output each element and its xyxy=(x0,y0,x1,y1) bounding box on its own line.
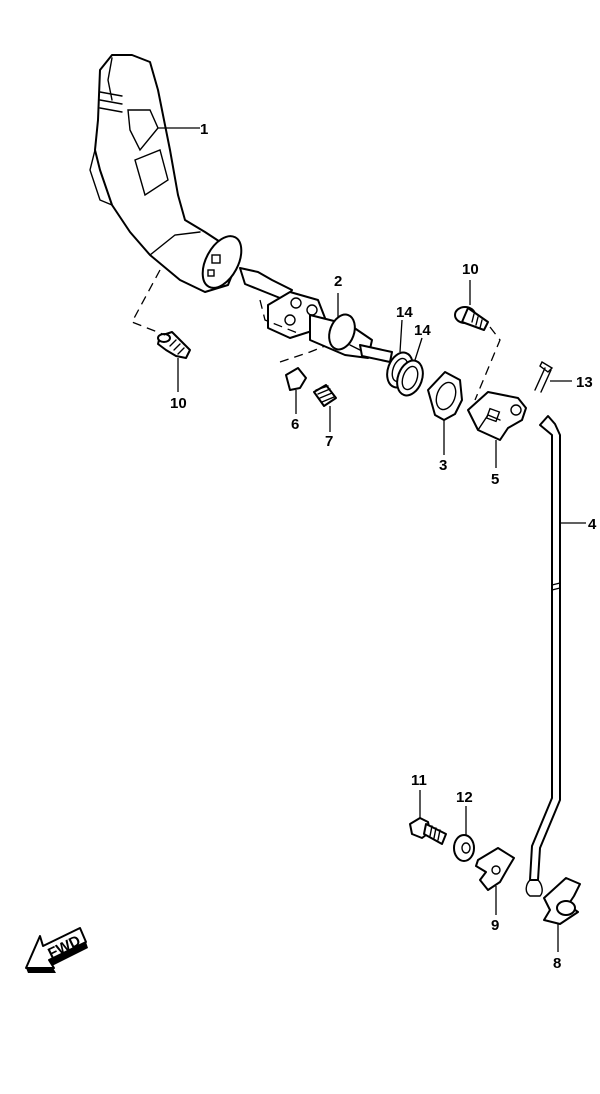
callout-14-a: 14 xyxy=(396,304,413,321)
fwd-arrow-icon: FWD xyxy=(25,927,88,973)
part-5-bracket xyxy=(467,391,527,441)
callout-10-right: 10 xyxy=(462,261,479,278)
callout-4: 4 xyxy=(588,516,597,533)
part-11-bolt xyxy=(409,817,447,845)
callout-9: 9 xyxy=(491,917,499,934)
part-8-link-joint xyxy=(543,877,581,925)
part-14-o-rings xyxy=(386,351,424,397)
callout-12: 12 xyxy=(456,789,473,806)
part-3-washer-plate xyxy=(427,371,463,421)
leader-lines xyxy=(158,127,586,952)
part-2-shaft-assembly xyxy=(239,267,393,363)
callout-2: 2 xyxy=(334,273,342,290)
part-1-tiller-handle xyxy=(89,54,243,293)
callout-6: 6 xyxy=(291,416,299,433)
part-9-clamp xyxy=(475,847,515,891)
callouts: 1 2 10 14 14 10 6 7 3 5 13 4 11 12 9 8 xyxy=(170,121,597,972)
callout-5: 5 xyxy=(491,471,499,488)
part-10-bolt-right xyxy=(454,306,489,331)
callout-13: 13 xyxy=(576,374,593,391)
part-6-pin xyxy=(285,367,307,391)
callout-3: 3 xyxy=(439,457,447,474)
part-12-washer xyxy=(453,834,475,862)
part-7-spring xyxy=(313,384,337,407)
part-4-rod xyxy=(525,415,561,897)
part-10-bolt-left xyxy=(157,331,191,359)
callout-7: 7 xyxy=(325,433,333,450)
callout-1: 1 xyxy=(200,121,208,138)
assembly-lines xyxy=(131,269,501,401)
callout-8: 8 xyxy=(553,955,561,972)
callout-14-b: 14 xyxy=(414,322,431,339)
callout-11: 11 xyxy=(411,772,427,789)
part-13-clip xyxy=(534,361,554,393)
callout-10-left: 10 xyxy=(170,395,187,412)
